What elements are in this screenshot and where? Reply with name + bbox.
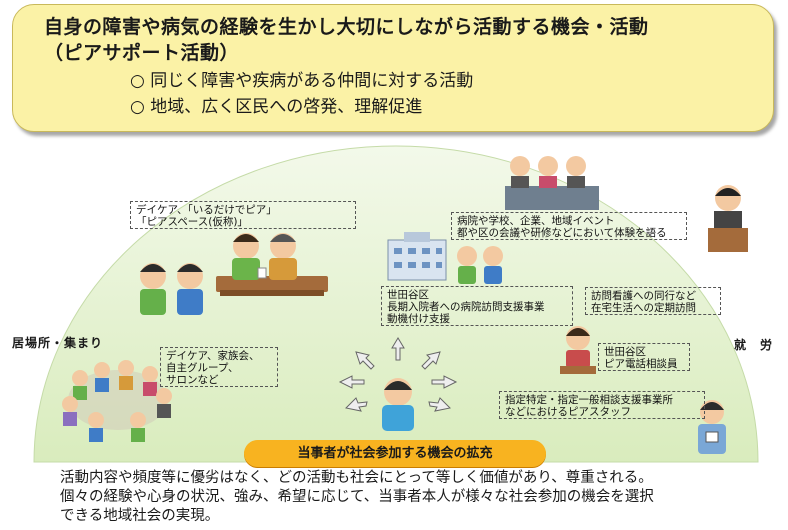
box-daycare: デイケア、「いるだけでピア」 「ピアスペース(仮称)」: [130, 201, 356, 229]
box-family-line2: 自主グループ、: [166, 362, 239, 374]
box-hospital-line2: 長期入院者への病院訪問支援事業: [387, 301, 545, 313]
box-daycare-line2: 「ピアスペース(仮称)」: [136, 216, 248, 228]
box-phone: 世田谷区 ピア電話相談員: [598, 343, 690, 371]
box-nursing: 訪問看護への同行など 在宅生活への定期訪問: [585, 287, 721, 315]
box-hospital-visit: 世田谷区 長期入院者への病院訪問支援事業 動機付け支援: [381, 286, 573, 326]
expansion-banner: 当事者が社会参加する機会の拡充: [244, 440, 546, 467]
label-shuro: 就 労: [734, 338, 774, 352]
central-person-illustration: [382, 378, 414, 431]
box-nursing-line2: 在宅生活への定期訪問: [591, 302, 696, 314]
box-school-line2: 都や区の会議や研修などにおいて体験を語る: [457, 227, 667, 239]
footer-text: 活動内容や頻度等に優劣はなく、どの活動も社会にとって等しく価値があり、尊重される…: [60, 469, 780, 526]
speaker-illustration: [708, 185, 748, 252]
header-sub-peer: ○ 同じく障害や疾病がある仲間に対する活動: [130, 71, 474, 91]
box-staff: 指定特定・指定一般相談支援事業所 などにおけるピアスタッフ: [499, 391, 705, 419]
box-staff-line2: などにおけるピアスタッフ: [505, 406, 631, 418]
box-school-line1: 病院や学校、企業、地域イベント: [457, 215, 615, 227]
header-title-line1: 自身の障害や病気の経験を生かし大切にしながら活動する機会・活動: [44, 16, 649, 38]
box-hospital-line1: 世田谷区: [387, 289, 429, 301]
box-phone-line2: ピア電話相談員: [604, 358, 678, 370]
box-nursing-line1: 訪問看護への同行など: [591, 290, 696, 302]
box-daycare-line1: デイケア、「いるだけでピア」: [136, 204, 277, 216]
header-sub-awareness: ○ 地域、広く区民への啓発、理解促進: [130, 97, 423, 117]
box-staff-line1: 指定特定・指定一般相談支援事業所: [505, 394, 673, 406]
box-family-line3: サロンなど: [166, 374, 219, 386]
box-hospital-line3: 動機付け支援: [387, 313, 450, 325]
panel-discussion-illustration: [505, 156, 599, 210]
box-family: デイケア、家族会、 自主グループ、 サロンなど: [160, 347, 278, 387]
two-men-illustration: [140, 263, 203, 315]
group-circle-illustration: [62, 360, 172, 442]
header-box: [12, 4, 774, 132]
footer-line3: できる地域社会の実現。: [60, 508, 220, 524]
header-title-line2: （ピアサポート活動）: [44, 42, 240, 64]
label-ibasho: 居場所・集まり: [12, 336, 104, 350]
footer-line2: 個々の経験や心身の状況、強み、希望に応じて、当事者本人が様々な社会参加の機会を選…: [60, 489, 654, 505]
hospital-illustration: [387, 232, 503, 284]
phone-operator-illustration: [560, 326, 596, 374]
header-title: 自身の障害や病気の経験を生かし大切にしながら活動する機会・活動 （ピアサポート活…: [44, 14, 754, 66]
dome-shape: [33, 145, 759, 463]
box-school: 病院や学校、企業、地域イベント 都や区の会議や研修などにおいて体験を語る: [451, 212, 687, 240]
box-phone-line1: 世田谷区: [604, 346, 646, 358]
staff-person-illustration: [698, 400, 726, 454]
people-at-table-illustration: [216, 233, 328, 296]
footer-line1: 活動内容や頻度等に優劣はなく、どの活動も社会にとって等しく価値があり、尊重される…: [60, 470, 653, 486]
outward-arrows: [338, 337, 458, 412]
box-family-line1: デイケア、家族会、: [166, 350, 260, 362]
